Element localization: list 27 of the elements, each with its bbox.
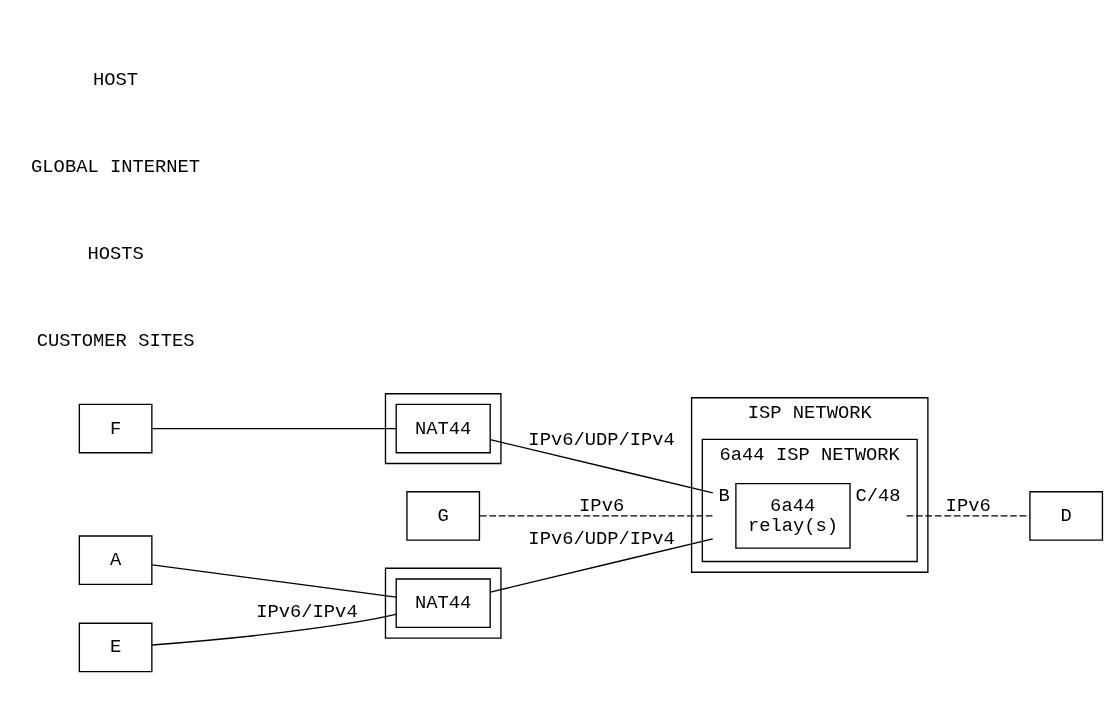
- label: HOST: [93, 68, 139, 91]
- label: GLOBAL INTERNET: [31, 155, 201, 178]
- cluster: [384, 393, 502, 465]
- connector: [479, 515, 714, 517]
- node-label: C/48: [855, 485, 901, 508]
- edge-label: IPv6: [945, 494, 991, 517]
- cluster: [384, 567, 502, 639]
- connector: [151, 613, 397, 646]
- node-box: G: [406, 491, 481, 541]
- edge-label: IPv6/IPv4: [256, 600, 358, 623]
- node-box: F: [78, 403, 153, 454]
- node-box: E: [78, 622, 153, 673]
- connector: [489, 438, 714, 494]
- node-box: D: [1029, 491, 1104, 541]
- label: CUSTOMER SITES: [36, 330, 195, 353]
- node-box: NAT44: [395, 578, 491, 628]
- edge-label: IPv6/UDP/IPv4: [528, 528, 675, 551]
- label: HOSTS: [87, 243, 144, 266]
- node-box: 6a44 relay(s): [735, 483, 851, 549]
- node-box: A: [78, 535, 153, 586]
- connector: [489, 538, 714, 593]
- connector: [151, 427, 397, 430]
- edge-label: IPv6: [579, 494, 625, 517]
- connector: [151, 564, 397, 598]
- node-box: NAT44: [395, 403, 491, 454]
- edge-label: IPv6/UDP/IPv4: [528, 429, 675, 451]
- node-label: B: [718, 485, 730, 508]
